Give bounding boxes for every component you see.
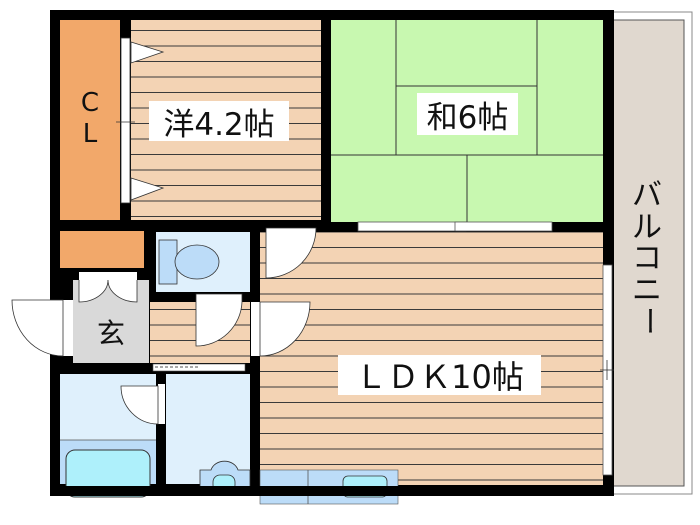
closet-door-arrow-top — [130, 41, 165, 64]
shoe-closet-doors[interactable] — [78, 272, 138, 303]
ldk-door-top[interactable] — [265, 227, 317, 279]
bathtub — [65, 449, 151, 498]
balcony-label-char: コ — [632, 241, 662, 276]
balcony-label-char: ル — [632, 209, 662, 245]
balcony-label-char: バ — [632, 178, 662, 213]
closet-label-l: L — [82, 119, 98, 150]
balcony-window[interactable] — [600, 264, 614, 476]
ldk-door-hallway[interactable] — [251, 301, 311, 357]
entrance-label: 玄 — [96, 317, 125, 350]
toilet-door[interactable] — [195, 293, 243, 347]
toilet-bowl — [174, 244, 220, 280]
closet-door-arrow-bottom — [130, 177, 165, 201]
front-door[interactable] — [11, 299, 73, 357]
closet-label-c: C — [80, 88, 100, 118]
balcony — [611, 11, 693, 495]
japanese-room-sliding-door[interactable] — [357, 221, 553, 232]
balcony-label: バ ル コ ニ ー — [627, 180, 667, 336]
closet-label: C L — [78, 88, 102, 150]
ldk-label: ＬＤＫ10帖 — [338, 355, 541, 396]
bathroom — [60, 374, 156, 498]
toilet-room — [156, 232, 250, 292]
western-room-label: 洋4.2帖 — [149, 101, 289, 143]
shoe-storage — [60, 231, 144, 268]
japanese-room-label: 和6帖 — [417, 93, 518, 136]
bathroom-door[interactable] — [120, 384, 165, 425]
closet-door[interactable] — [120, 37, 131, 204]
washroom — [166, 374, 251, 493]
closet — [60, 20, 120, 220]
balcony-label-char: ニ — [632, 272, 662, 308]
toilet-tank — [158, 239, 178, 285]
washroom-sliding-door[interactable] — [152, 363, 246, 372]
balcony-label-char: ー — [629, 306, 665, 336]
